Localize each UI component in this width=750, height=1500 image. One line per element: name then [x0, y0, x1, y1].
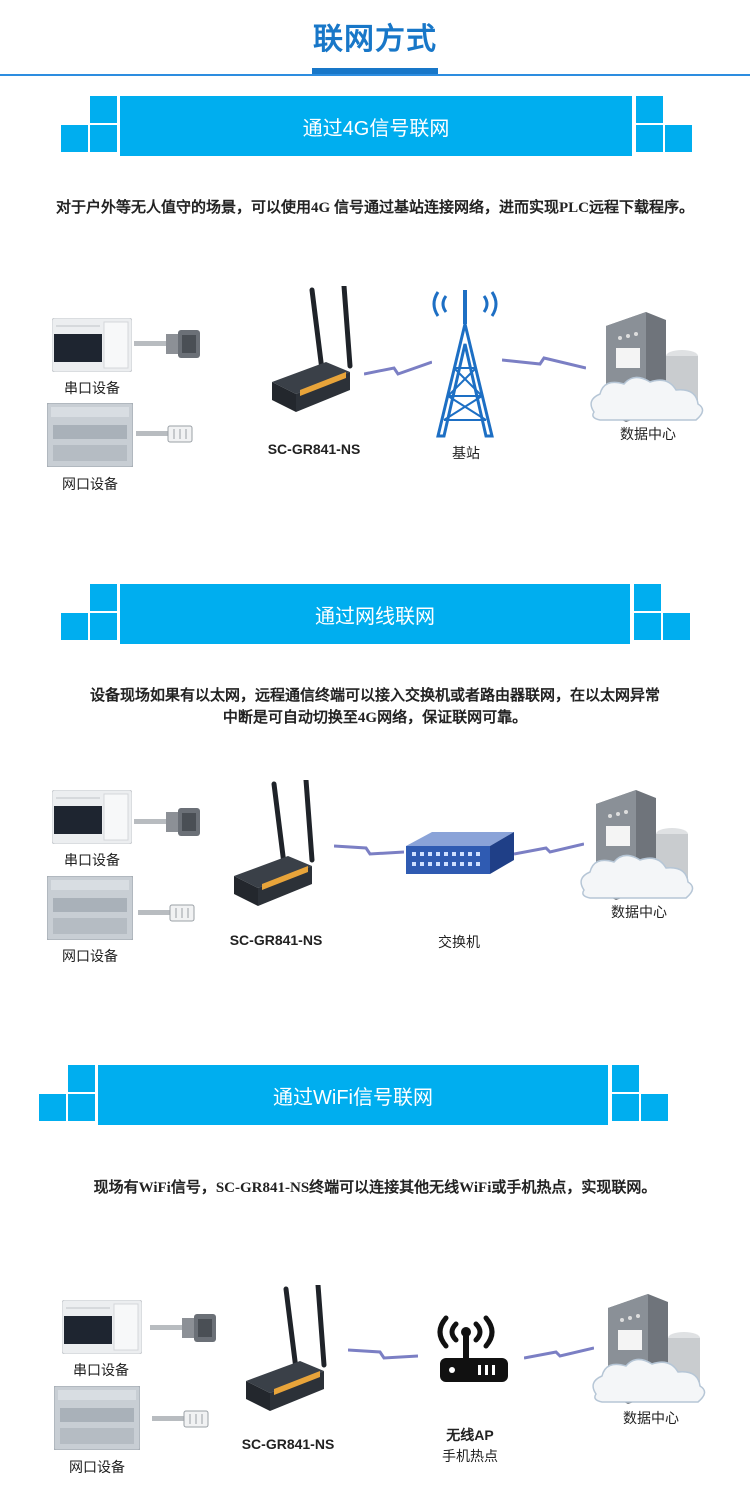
middle-node-label-line2: 手机热点: [442, 1450, 498, 1465]
banner-deco-square: [636, 125, 663, 152]
serial-device-label: 串口设备: [73, 1364, 129, 1379]
rj45-connector-icon: [152, 1410, 210, 1428]
banner-deco-square: [61, 125, 88, 152]
router-icon: [228, 780, 324, 910]
title-underline: [312, 68, 438, 74]
banner-title: 通过4G信号联网: [302, 117, 450, 140]
server-cloud-icon: [588, 1294, 712, 1406]
router-model-label: SC-GR841-NS: [229, 932, 323, 948]
tower-icon: [424, 284, 506, 440]
signal-lightning-icon: [502, 354, 586, 372]
middle-node-label: 交换机: [438, 936, 480, 951]
banner-deco-square: [90, 125, 117, 152]
signal-lightning-icon: [514, 840, 584, 858]
banner-deco-square: [39, 1094, 66, 1121]
datacenter-label: 数据中心: [623, 1412, 679, 1427]
plc-network-icon: [47, 403, 133, 467]
network-device-label: 网口设备: [62, 950, 118, 965]
server-cloud-icon: [576, 790, 700, 902]
wifi-ap-icon: [432, 1312, 512, 1386]
serial-device-label: 串口设备: [64, 854, 120, 869]
signal-lightning-icon: [348, 1344, 418, 1362]
page-title: 联网方式: [313, 23, 437, 56]
section-description: 设备现场如果有以太网，远程通信终端可以接入交换机或者路由器联网，在以太网异常中断…: [89, 688, 660, 726]
router-icon: [266, 286, 362, 416]
router-model-label: SC-GR841-NS: [241, 1436, 335, 1452]
serial-device-label: 串口设备: [64, 382, 120, 397]
banner-ethernet: 通过网线联网: [120, 584, 630, 644]
banner-title: 通过网线联网: [315, 605, 435, 628]
plc-serial-icon: [52, 790, 132, 844]
banner-deco-square: [612, 1094, 639, 1121]
router-model-label: SC-GR841-NS: [267, 441, 361, 457]
banner-4g: 通过4G信号联网: [120, 96, 632, 156]
middle-node-label: 基站: [452, 447, 480, 462]
network-device-label: 网口设备: [69, 1461, 125, 1476]
banner-deco-square: [665, 125, 692, 152]
section-description: 现场有WiFi信号，SC-GR841-NS终端可以连接其他无线WiFi或手机热点…: [93, 1180, 657, 1196]
db9-connector-icon: [134, 808, 202, 836]
datacenter-label: 数据中心: [611, 906, 667, 921]
plc-serial-icon: [62, 1300, 142, 1354]
banner-deco-square: [636, 96, 663, 123]
rj45-connector-icon: [138, 904, 196, 922]
banner-deco-square: [68, 1094, 95, 1121]
middle-node-label-line1: 无线AP: [446, 1427, 494, 1443]
banner-deco-square: [90, 584, 117, 611]
banner-deco-square: [663, 613, 690, 640]
plc-serial-icon: [52, 318, 132, 372]
signal-lightning-icon: [364, 360, 432, 378]
plc-network-icon: [47, 876, 133, 940]
db9-connector-icon: [150, 1314, 218, 1342]
banner-title: 通过WiFi信号联网: [273, 1086, 433, 1109]
banner-deco-square: [68, 1065, 95, 1092]
banner-deco-square: [61, 613, 88, 640]
banner-deco-square: [90, 96, 117, 123]
datacenter-label: 数据中心: [620, 428, 676, 443]
banner-deco-square: [634, 613, 661, 640]
rj45-connector-icon: [136, 425, 194, 443]
switch-icon: [402, 828, 516, 878]
title-divider: [0, 74, 750, 76]
plc-network-icon: [54, 1386, 140, 1450]
banner-deco-square: [612, 1065, 639, 1092]
server-cloud-icon: [586, 312, 710, 424]
section-description: 对于户外等无人值守的场景，可以使用4G 信号通过基站连接网络，进而实现PLC远程…: [56, 200, 694, 216]
banner-deco-square: [90, 613, 117, 640]
signal-lightning-icon: [524, 1344, 594, 1362]
router-icon: [240, 1285, 336, 1415]
signal-lightning-icon: [334, 840, 404, 858]
network-device-label: 网口设备: [62, 478, 118, 493]
banner-deco-square: [641, 1094, 668, 1121]
db9-connector-icon: [134, 330, 202, 358]
banner-deco-square: [634, 584, 661, 611]
banner-wifi: 通过WiFi信号联网: [98, 1065, 608, 1125]
